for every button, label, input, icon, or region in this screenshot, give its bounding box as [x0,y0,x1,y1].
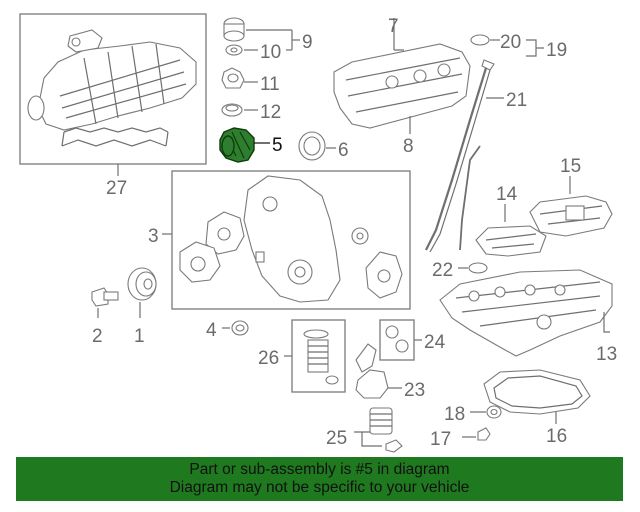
callout-8[interactable]: 8 [403,136,414,157]
callout-16[interactable]: 16 [546,426,567,447]
callout-18[interactable]: 18 [444,404,465,425]
callout-3[interactable]: 3 [148,226,159,247]
part-6-group: 6 [298,131,349,161]
callout-24[interactable]: 24 [424,332,446,353]
pulley-group: 1 2 [91,267,157,347]
callout-13[interactable]: 13 [596,344,617,365]
part-4-group: 4 [206,320,249,341]
callout-1[interactable]: 1 [134,326,145,347]
cap-parts-group: 9 10 11 12 [221,17,313,123]
intake-manifold-group: 27 [19,13,207,199]
callout-21[interactable]: 21 [506,90,527,111]
oil-pan-lower-drawing [483,369,591,415]
oil-pan-upper-group: 13 [439,269,617,365]
callout-7[interactable]: 7 [388,16,399,37]
drain-plug-group: 18 17 [430,404,502,450]
callout-25[interactable]: 25 [326,428,347,449]
part-23-group: 23 [355,343,425,401]
banner-line-1: Part or sub-assembly is #5 in diagram [189,461,450,478]
o-ring-group: 24 [379,319,446,361]
oil-filter-element-group: 26 [258,319,346,393]
o-ring-box [379,319,415,361]
part-15-group: 15 [529,156,613,237]
callout-20[interactable]: 20 [500,32,521,53]
baffle-14-drawing [475,225,547,257]
callout-2[interactable]: 2 [92,326,103,347]
part-14-group: 14 [475,184,547,257]
engine-parts-diagram: 27 9 10 11 12 5 6 [19,13,617,453]
callout-12[interactable]: 12 [260,102,281,123]
callout-4[interactable]: 4 [206,320,217,341]
part-5-highlighted[interactable]: 5 [219,127,283,163]
callout-23[interactable]: 23 [404,380,425,401]
part-22-group: 22 [432,260,488,281]
callout-19[interactable]: 19 [546,40,567,61]
oil-pan-upper-drawing [439,269,613,357]
part-25-group: 25 [326,407,403,453]
callout-10[interactable]: 10 [260,42,281,63]
banner-line-2: Diagram may not be specific to your vehi… [169,479,470,496]
intake-manifold-box [19,13,207,165]
callout-26[interactable]: 26 [258,348,279,369]
timing-cover-box [171,170,411,310]
callout-27[interactable]: 27 [106,178,127,199]
callout-5[interactable]: 5 [272,135,283,156]
valve-cover-group: 7 8 [333,16,471,157]
callout-9[interactable]: 9 [302,32,313,53]
callout-6[interactable]: 6 [338,140,349,161]
timing-cover-group: 3 [148,170,411,310]
dipstick-group: 20 19 21 [425,32,567,253]
callout-11[interactable]: 11 [260,74,280,95]
oil-pan-lower-group: 16 [483,369,591,447]
intake-manifold-drawing [37,41,197,131]
callout-15[interactable]: 15 [560,156,581,177]
info-banner: Part or sub-assembly is #5 in diagram Di… [16,457,623,501]
timing-cover-drawing [243,175,341,303]
callout-14[interactable]: 14 [496,184,518,205]
callout-22[interactable]: 22 [432,260,453,281]
callout-17[interactable]: 17 [430,429,451,450]
